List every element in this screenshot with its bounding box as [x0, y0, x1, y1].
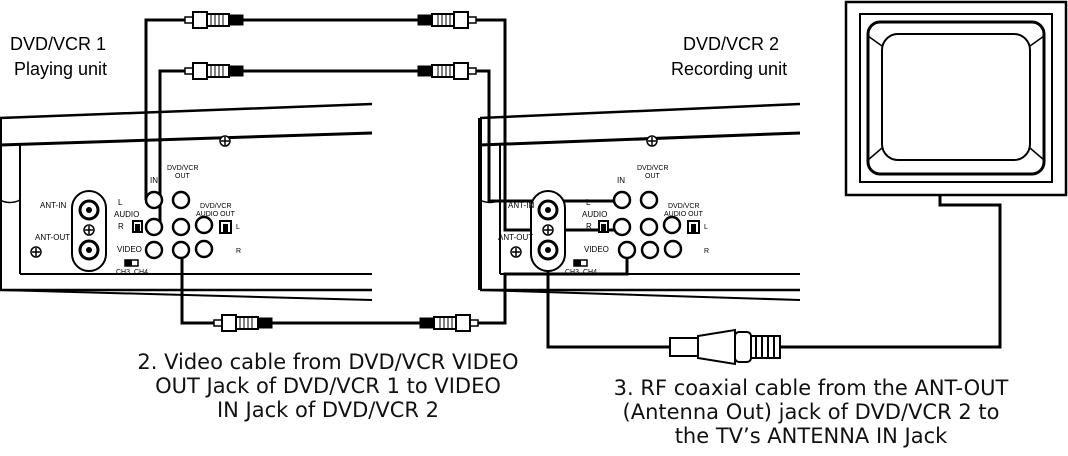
audio-out-r-label: R	[704, 248, 709, 255]
unit-1-role: Playing unit	[14, 59, 107, 79]
dvd-vcr-1-unit: ANT-IN ANT-OUT IN DVD/VCR OUT L AUDIO R …	[0, 102, 373, 301]
rf-coaxial-cable	[546, 195, 1002, 349]
audio-label: AUDIO	[114, 210, 139, 219]
video-in-jack	[144, 240, 164, 260]
rca-plug	[184, 11, 244, 29]
channel-switch	[573, 259, 588, 267]
ant-in-label: ANT-IN	[508, 201, 534, 210]
audio-out-label-1: DVD/VCR	[200, 203, 232, 210]
ant-in-jack	[78, 199, 100, 221]
audio-r-out-jack	[639, 217, 659, 237]
out-label-2: OUT	[175, 173, 191, 180]
rf-cable-caption-line: (Antenna Out) jack of DVD/VCR 2 to	[622, 400, 1000, 424]
audio-r-in-jack	[144, 217, 164, 237]
audio-left-label: L	[586, 198, 591, 207]
audio-out-l-label: L	[236, 224, 240, 231]
video-in-jack	[617, 240, 637, 260]
ant-in-jack	[537, 199, 559, 221]
unit-1-name: DVD/VCR 1	[10, 34, 106, 54]
audio-l-in-jack	[144, 190, 164, 210]
ground-screw-icon	[542, 224, 554, 236]
unit-2-role: Recording unit	[671, 59, 787, 79]
rf-cable-caption-line: 3. RF coaxial cable from the ANT-OUT	[613, 376, 1009, 400]
rf-cable-caption: 3. RF coaxial cable from the ANT-OUT (An…	[574, 376, 1048, 448]
dvd-vcr-2-unit: ANT-IN ANT-OUT IN DVD/VCR OUT L AUDIO R …	[478, 102, 801, 301]
rca-plug	[417, 62, 477, 80]
rf-cable-caption-line: the TV’s ANTENNA IN Jack	[674, 424, 948, 448]
audio-right-label: R	[118, 222, 124, 231]
audio-out-l-label: L	[704, 224, 708, 231]
ant-out-jack	[78, 239, 100, 261]
out-label-1: DVD/VCR	[637, 165, 669, 172]
optical-port-icon	[132, 220, 143, 233]
audio-left-label: L	[118, 198, 123, 207]
dvd-audio-out-jack	[662, 215, 682, 235]
tv-set	[844, 0, 1068, 197]
audio-out-label-2: AUDIO OUT	[664, 211, 704, 218]
optical-port-icon	[687, 220, 700, 234]
screw-icon	[646, 135, 658, 147]
out-label-2: OUT	[645, 173, 661, 180]
out-label-1: DVD/VCR	[167, 165, 199, 172]
optical-port-icon	[219, 220, 232, 234]
video-label: VIDEO	[117, 245, 142, 254]
video-label: VIDEO	[584, 245, 609, 254]
ch3-label: CH3	[116, 269, 130, 276]
rca-plug	[417, 11, 477, 29]
audio-l-out-jack	[171, 190, 191, 210]
rca-plug	[419, 314, 479, 332]
video-cable-caption: 2. Video cable from DVD/VCR VIDEO OUT Ja…	[108, 350, 548, 422]
video-cable-caption-line: 2. Video cable from DVD/VCR VIDEO	[137, 350, 519, 374]
dvd-audio-out-r-jack	[194, 239, 214, 259]
ant-out-label: ANT-OUT	[498, 233, 533, 242]
audio-l-out-jack	[639, 190, 659, 210]
audio-r-out-jack	[171, 217, 191, 237]
dvd-audio-out-jack	[194, 215, 214, 235]
screw-icon	[30, 246, 42, 258]
video-out-jack	[171, 240, 191, 260]
rca-plug	[213, 314, 273, 332]
ch4-label: CH4	[134, 269, 148, 276]
audio-out-r-label: R	[236, 248, 241, 255]
coax-connector	[669, 328, 781, 366]
video-out-jack	[640, 240, 660, 260]
dvd-audio-out-r-jack	[663, 239, 683, 259]
in-label: IN	[150, 176, 158, 185]
ch3-label: CH3	[565, 269, 579, 276]
ant-out-label: ANT-OUT	[35, 233, 70, 242]
audio-out-label-2: AUDIO OUT	[196, 211, 236, 218]
ant-out-jack	[537, 239, 559, 261]
screw-icon	[219, 135, 231, 147]
optical-port-icon	[598, 220, 609, 233]
ch4-label: CH4	[583, 269, 597, 276]
ground-screw-icon	[83, 224, 95, 236]
channel-switch	[124, 259, 139, 267]
screw-icon	[510, 246, 522, 258]
audio-l-in-jack	[612, 190, 632, 210]
audio-label: AUDIO	[582, 210, 607, 219]
audio-r-in-jack	[612, 217, 632, 237]
in-label: IN	[617, 176, 625, 185]
unit-2-name: DVD/VCR 2	[683, 34, 779, 54]
audio-out-label-1: DVD/VCR	[668, 203, 700, 210]
rca-plug	[184, 62, 244, 80]
audio-right-label: R	[586, 222, 592, 231]
video-cable-caption-line: OUT Jack of DVD/VCR 1 to VIDEO	[155, 374, 501, 398]
video-cable-caption-line: IN Jack of DVD/VCR 2	[216, 398, 439, 422]
ant-in-label: ANT-IN	[40, 201, 66, 210]
